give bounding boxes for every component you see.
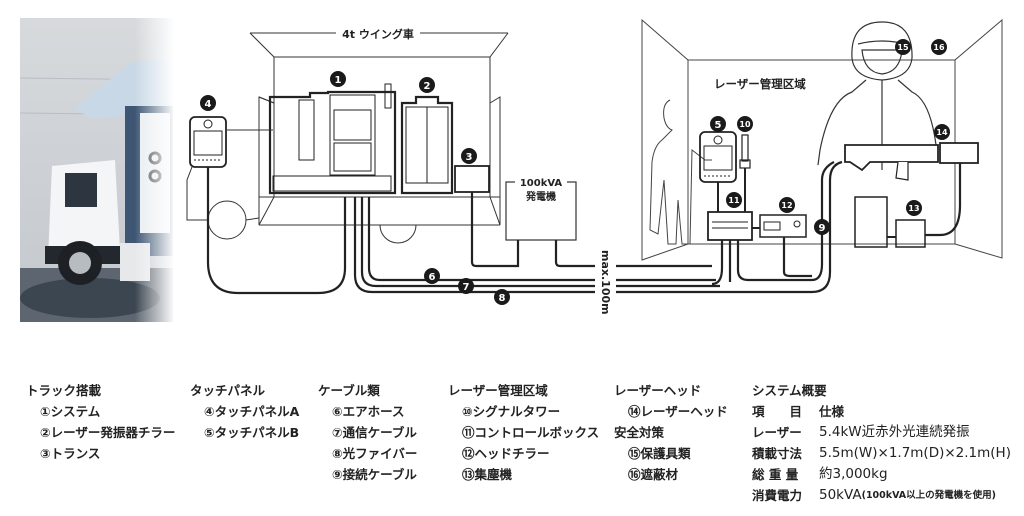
marker-6: 6: [424, 268, 440, 284]
svg-text:14: 14: [936, 128, 948, 137]
svg-text:12: 12: [781, 201, 792, 210]
marker-12: 12: [779, 197, 795, 213]
svg-text:10: 10: [739, 120, 751, 129]
spec-row: 総 重 量 約3,000kg: [752, 464, 1011, 485]
generator-label: 発電機: [525, 190, 556, 203]
svg-text:8: 8: [499, 293, 506, 304]
marker-8: 8: [494, 289, 510, 305]
marker-15: 15: [895, 39, 911, 55]
legend-truck: トラック搭載 ①システム ②レーザー発振器チラー ③トランス: [26, 380, 175, 464]
touch-panel-a: [189, 116, 227, 168]
laser-head: [844, 142, 979, 181]
legend-item: ①システム: [40, 404, 101, 419]
system-overview: システム概要 項 目 仕様 レーザー 5.4kW近赤外光連続発振 積載寸法 5.…: [752, 380, 1011, 506]
svg-text:7: 7: [463, 282, 470, 293]
legend-laser-head-safety: レーザーヘッド ⑭レーザーヘッド 安全対策 ⑮保護具類 ⑯遮蔽材: [614, 380, 728, 485]
head-chiller: [759, 214, 807, 238]
spec-header-value: 仕様: [819, 404, 845, 419]
legend-item: ⑨接続ケーブル: [332, 467, 417, 482]
marker-16: 16: [931, 39, 947, 55]
legend-item: ⑪コントロールボックス: [462, 425, 600, 440]
laser-chiller: [400, 95, 454, 195]
svg-text:1: 1: [335, 75, 342, 86]
truck-label: 4t ウイング車: [342, 27, 414, 41]
legend-item: ⑮保護具類: [628, 446, 691, 461]
svg-text:11: 11: [728, 196, 740, 205]
marker-14: 14: [934, 124, 950, 140]
spec-value: 5.4kW近赤外光連続発振: [819, 424, 970, 440]
truck-photo: [20, 18, 173, 322]
spec-header-key: 項 目: [752, 404, 803, 419]
distance-label: max.100m: [599, 250, 612, 315]
legend-cables: ケーブル類 ⑥エアホース ⑦通信ケーブル ⑧光ファイバー ⑨接続ケーブル: [318, 380, 417, 485]
marker-11: 11: [726, 192, 742, 208]
legend-item: ⑬集塵機: [462, 467, 513, 482]
svg-text:9: 9: [819, 223, 826, 234]
svg-text:6: 6: [429, 272, 436, 283]
legend-item: ②レーザー発振器チラー: [40, 425, 176, 440]
marker-2: 2: [419, 77, 435, 93]
legend-item: ⑧光ファイバー: [332, 446, 418, 461]
svg-text:4: 4: [205, 99, 212, 110]
svg-text:13: 13: [908, 204, 919, 213]
legend-item: ③トランス: [40, 446, 101, 461]
spec-key: レーザー: [752, 425, 802, 440]
legend-item: ⑦通信ケーブル: [332, 425, 417, 440]
dust-collector: [895, 219, 926, 248]
legend-heading: トラック搭載: [26, 383, 102, 398]
marker-7: 7: [458, 278, 474, 294]
legend-heading: ケーブル類: [318, 383, 380, 398]
legend-heading: 安全対策: [614, 425, 665, 440]
spec-row: 消費電力 50kVA (100kVA以上の発電機を使用): [752, 485, 1011, 506]
system-unit: [268, 83, 397, 195]
cables: [206, 167, 595, 295]
legend-heading: レーザー管理区域: [448, 383, 548, 398]
spec-header-row: 項 目 仕様: [752, 401, 1011, 422]
legend-item: ④タッチパネルA: [204, 404, 300, 419]
signal-tower: [739, 134, 751, 212]
legend-item: ⑩シグナルタワー: [462, 404, 561, 419]
marker-9: 9: [814, 219, 830, 235]
svg-text:5: 5: [715, 120, 722, 131]
marker-5: 5: [710, 116, 726, 132]
svg-text:15: 15: [897, 43, 909, 52]
transformer: [454, 165, 490, 193]
svg-text:3: 3: [466, 152, 473, 163]
spec-value: 5.5m(W)×1.7m(D)×2.1m(H): [819, 445, 1011, 461]
touch-panel-b: [699, 131, 737, 183]
marker-3: 3: [461, 148, 477, 164]
svg-text:2: 2: [424, 81, 431, 92]
spec-row: 積載寸法 5.5m(W)×1.7m(D)×2.1m(H): [752, 443, 1011, 464]
generator-capacity: 100kVA: [520, 178, 563, 189]
legend-heading: レーザーヘッド: [614, 383, 702, 398]
marker-13: 13: [906, 200, 922, 216]
legend-item: ⑭レーザーヘッド: [628, 404, 728, 419]
legend-laser-zone: レーザー管理区域 ⑩シグナルタワー ⑪コントロールボックス ⑫ヘッドチラー ⑬集…: [448, 380, 599, 485]
spec-key: 積載寸法: [752, 446, 803, 461]
operator-figure: [649, 99, 712, 245]
marker-10: 10: [737, 116, 753, 132]
spec-value: 約3,000kg: [819, 466, 888, 482]
spec-key: 総 重 量: [752, 467, 799, 482]
control-box: [707, 211, 753, 241]
legend-item: ⑥エアホース: [332, 404, 405, 419]
legend-heading: タッチパネル: [190, 383, 266, 398]
svg-text:16: 16: [933, 43, 945, 52]
spec-value: 50kVA: [819, 487, 862, 503]
spec-title: システム概要: [752, 383, 827, 398]
spec-note: (100kVA以上の発電機を使用): [861, 490, 997, 501]
laser-zone-label: レーザー管理区域: [714, 77, 806, 91]
legend-item: ⑤タッチパネルB: [204, 425, 300, 440]
legend-item: ⑫ヘッドチラー: [462, 446, 550, 461]
legend-touch-panel: タッチパネル ④タッチパネルA ⑤タッチパネルB: [190, 380, 299, 443]
dust-collector-body: [854, 196, 888, 248]
generator: [505, 181, 577, 241]
marker-1: 1: [330, 71, 346, 87]
spec-key: 消費電力: [752, 488, 803, 503]
legend-item: ⑯遮蔽材: [628, 467, 679, 482]
markers: 1 2 3 4 5 6 7 8 9 10 11 12 13 14 15 16: [200, 39, 950, 305]
spec-row: レーザー 5.4kW近赤外光連続発振: [752, 422, 1011, 443]
marker-4: 4: [200, 95, 216, 111]
system-diagram: 4t ウイング車 100kVA 発電機 max: [186, 18, 1003, 315]
